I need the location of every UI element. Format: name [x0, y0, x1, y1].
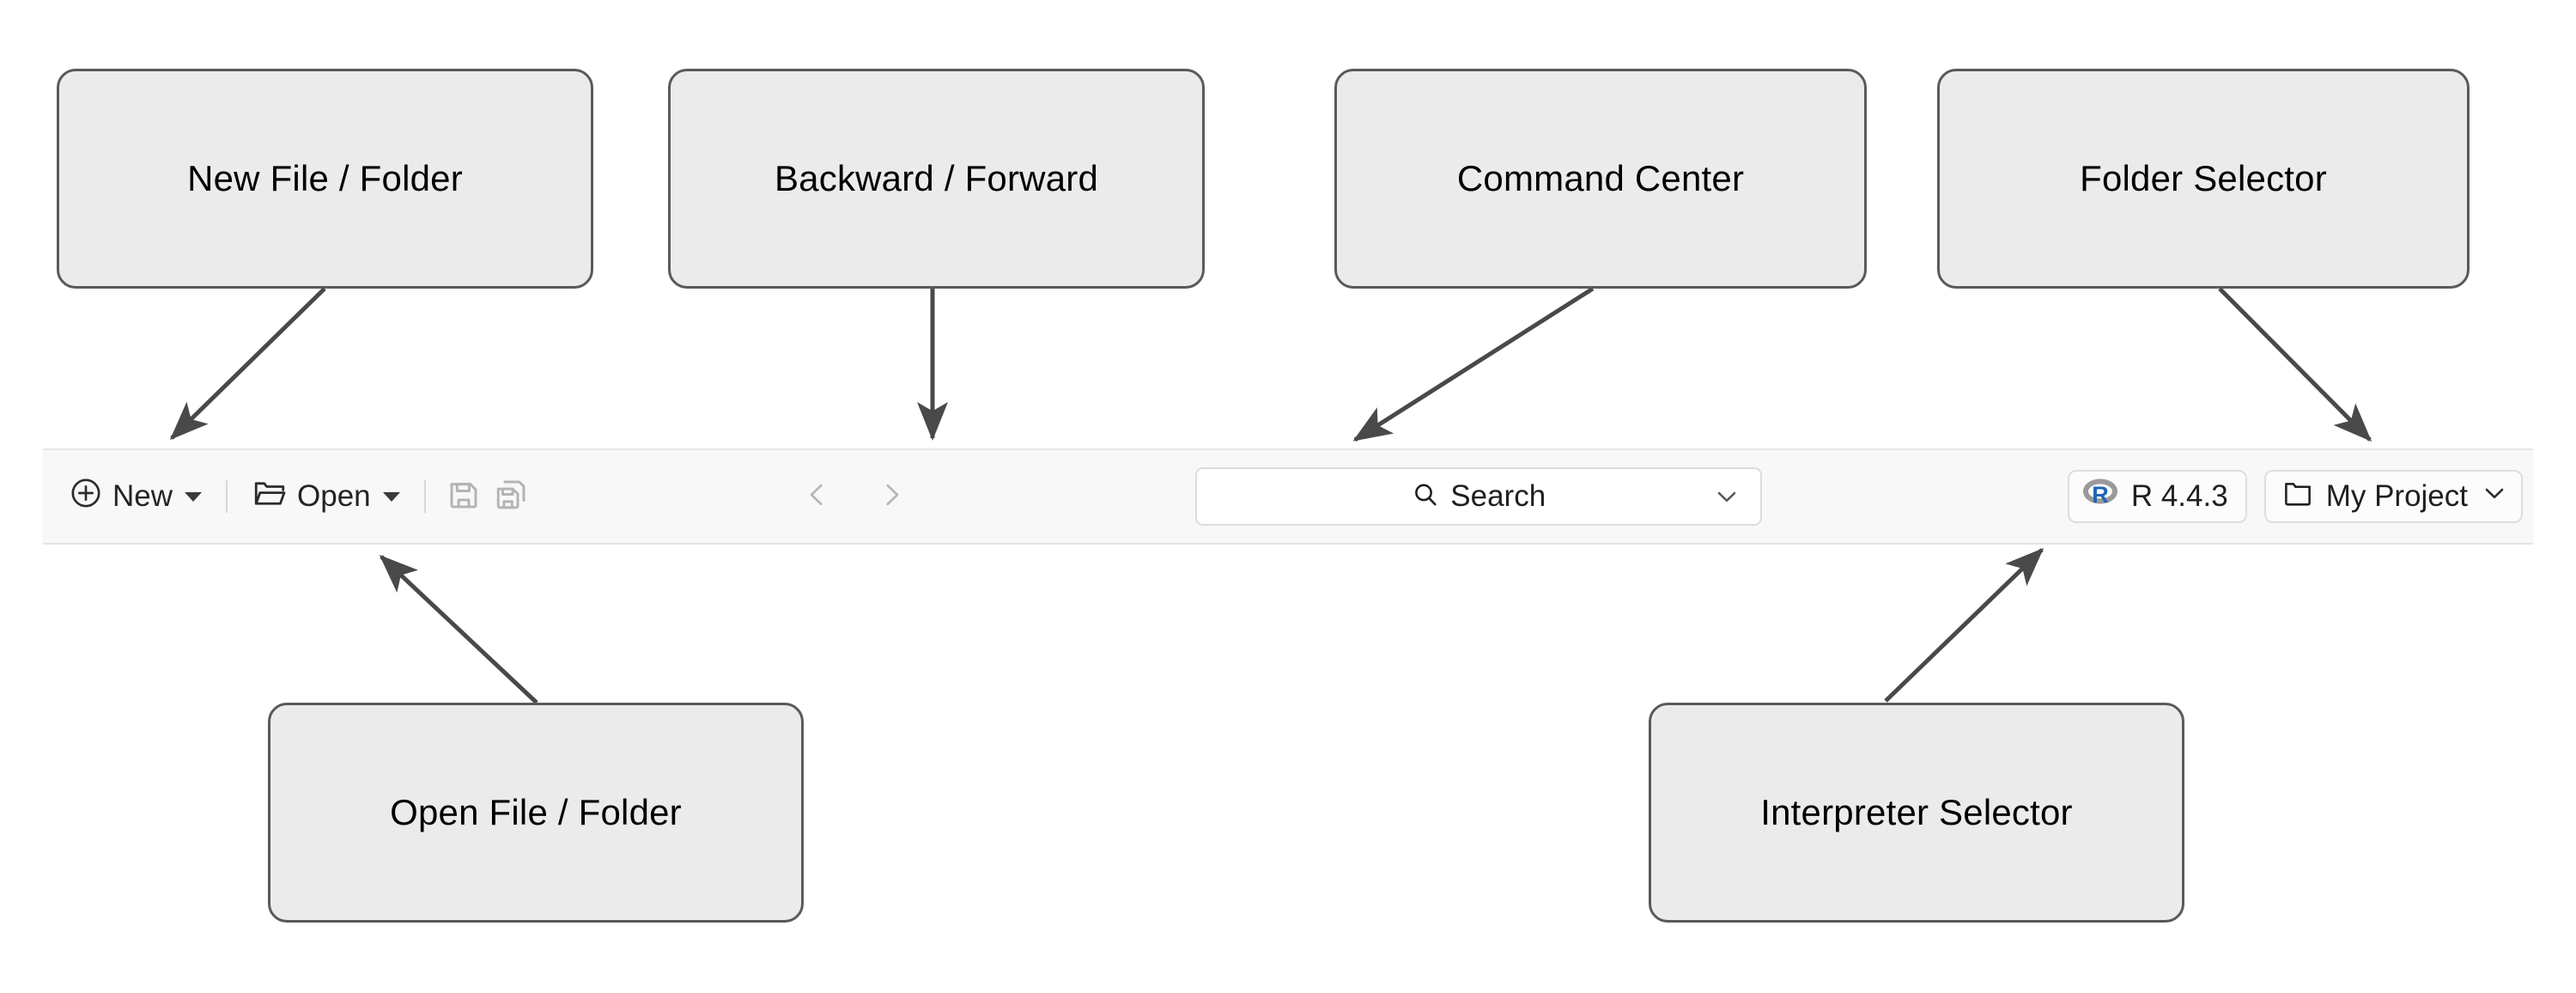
callout-label: Folder Selector — [2080, 157, 2327, 198]
application-toolbar: New Open — [43, 448, 2533, 545]
folder-selector-label: My Project — [2325, 479, 2468, 513]
callout-new-file-folder: New File / Folder — [57, 69, 593, 289]
toolbar-divider — [226, 480, 228, 513]
callout-folder-selector: Folder Selector — [1937, 69, 2470, 289]
r-logo-icon: R — [2082, 477, 2121, 517]
open-button-label: Open — [297, 479, 371, 513]
new-button-label: New — [112, 479, 173, 513]
forward-button[interactable] — [867, 472, 915, 521]
callout-open-file-folder: Open File / Folder — [268, 703, 804, 923]
callout-backward-forward: Backward / Forward — [668, 69, 1205, 289]
arrow-command-center — [1352, 286, 1595, 442]
callout-label: Backward / Forward — [774, 157, 1099, 198]
command-center-content: Search — [1411, 479, 1546, 514]
interpreter-label: R 4.4.3 — [2130, 479, 2228, 513]
chevron-down-icon[interactable] — [1712, 482, 1741, 511]
toolbar-left-group: New Open — [58, 468, 915, 526]
arrow-folder-selector — [2218, 287, 2372, 442]
folder-icon — [2281, 477, 2314, 517]
back-button[interactable] — [793, 472, 841, 521]
toolbar-divider — [423, 480, 426, 513]
navigation-group — [793, 472, 915, 521]
svg-text:R: R — [2092, 482, 2109, 508]
plus-circle-icon — [69, 476, 103, 518]
arrow-open-file-folder — [379, 554, 538, 704]
chevron-down-icon — [185, 491, 203, 502]
callout-label: New File / Folder — [187, 157, 463, 198]
command-center-text: Search — [1450, 479, 1546, 513]
arrow-new-file-folder — [169, 287, 326, 441]
chevron-down-icon — [382, 491, 400, 502]
search-icon — [1411, 480, 1440, 514]
folder-selector[interactable]: My Project — [2263, 470, 2523, 523]
folder-open-icon — [252, 475, 288, 519]
callout-interpreter-selector: Interpreter Selector — [1649, 703, 2184, 923]
chevron-right-icon — [875, 478, 908, 515]
callout-label: Open File / Folder — [390, 791, 682, 832]
toolbar-right-group: R R 4.4.3 My Project — [2067, 470, 2523, 523]
command-center-search[interactable]: Search — [1194, 467, 1762, 526]
chevron-left-icon — [801, 478, 834, 515]
arrow-interpreter-selector — [1884, 547, 2044, 703]
new-file-folder-button[interactable]: New — [58, 469, 212, 525]
save-icon — [446, 477, 482, 517]
interpreter-selector[interactable]: R R 4.4.3 — [2067, 470, 2247, 523]
chevron-down-icon[interactable] — [2480, 478, 2509, 515]
toolbar-center-group: Search — [915, 467, 2068, 526]
open-file-folder-button[interactable]: Open — [241, 468, 410, 526]
callout-label: Interpreter Selector — [1760, 791, 2073, 832]
save-button[interactable] — [440, 472, 488, 521]
save-all-button[interactable] — [488, 472, 536, 521]
callout-label: Command Center — [1456, 157, 1745, 198]
save-all-icon — [494, 477, 530, 517]
callout-command-center: Command Center — [1334, 69, 1867, 289]
